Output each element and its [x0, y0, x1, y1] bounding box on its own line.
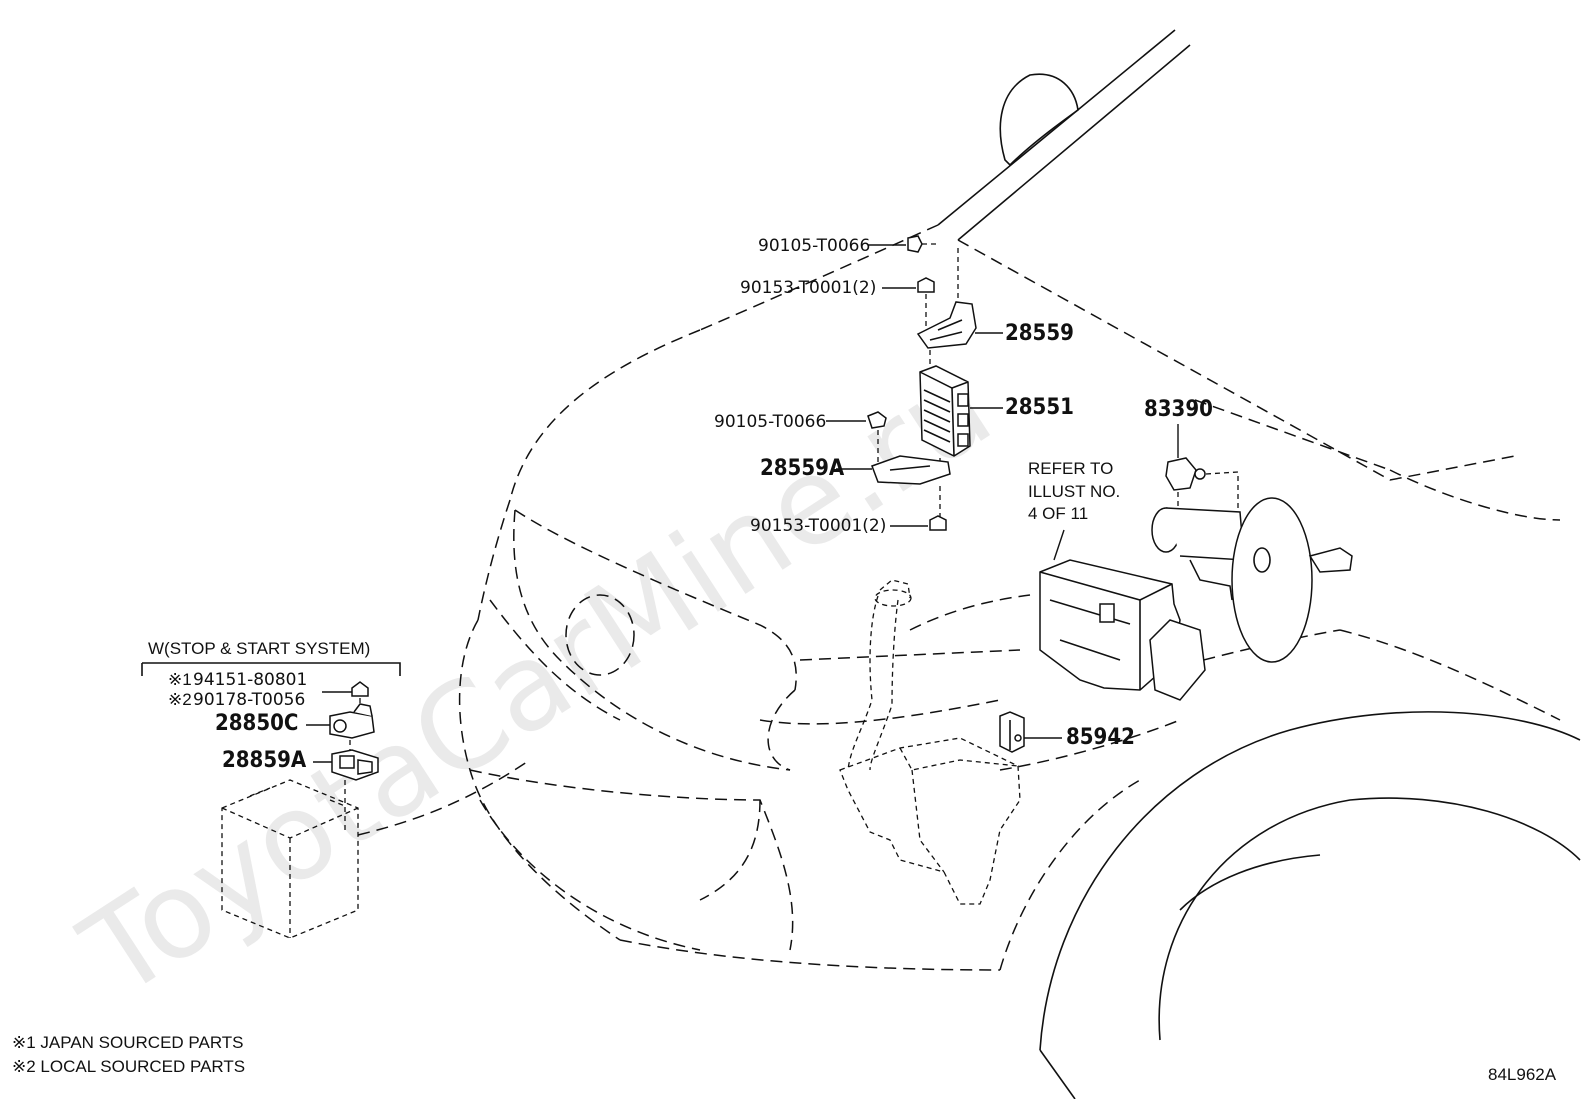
washer-tank — [839, 579, 1021, 905]
nut-part — [351, 681, 369, 697]
bolt-mid-part — [867, 411, 887, 464]
relay-85942-group: 85942 — [999, 711, 1135, 753]
nut-top-part — [917, 277, 935, 293]
refer-line-3: 4 OF 11 — [1028, 504, 1088, 523]
bolt-top-part — [907, 235, 940, 253]
label-94151-80801: 94151-80801 — [193, 670, 307, 690]
label-90105-T0066-top: 90105-T0066 — [758, 236, 870, 256]
label-85942: 85942 — [1066, 725, 1135, 750]
label-28559: 28559 — [1005, 321, 1074, 346]
upper-bracket-part — [916, 301, 977, 349]
refer-line-1: REFER TO — [1028, 459, 1113, 478]
footnote-japan: ※1 JAPAN SOURCED PARTS — [12, 1033, 244, 1052]
label-28859A: 28859A — [222, 748, 307, 773]
mark-local: ※2 — [168, 690, 192, 709]
vehicle-outline — [458, 29, 1581, 1099]
label-90178-T0056: 90178-T0056 — [193, 690, 305, 710]
relay-stack: 90105-T0066 90153-T0001(2) 28559 28551 — [714, 235, 1074, 536]
label-90105-T0066-mid: 90105-T0066 — [714, 412, 826, 432]
fuse-box-part — [1039, 559, 1206, 701]
stop-start-group: W(STOP & START SYSTEM) ※1 94151-80801 ※2… — [141, 639, 401, 830]
label-90153-T0001-bottom: 90153-T0001(2) — [750, 516, 886, 536]
sensor-83390-part — [1165, 457, 1206, 491]
battery-sensor-part — [329, 703, 375, 739]
label-28551: 28551 — [1005, 395, 1074, 420]
diagram-id: 84L962A — [1488, 1065, 1557, 1084]
label-90153-T0001-top: 90153-T0001(2) — [740, 278, 876, 298]
refer-line-2: ILLUST NO. — [1028, 482, 1120, 501]
label-83390: 83390 — [1144, 397, 1213, 422]
relay-block-part — [919, 365, 971, 457]
mark-jp: ※1 — [168, 670, 192, 689]
battery-bracket-part — [331, 749, 379, 781]
lower-bracket-part — [871, 455, 951, 485]
label-28850C: 28850C — [215, 711, 298, 736]
stop-start-title: W(STOP & START SYSTEM) — [148, 639, 370, 658]
fuse-box-group: REFER TO ILLUST NO. 4 OF 11 — [1028, 459, 1206, 701]
brake-booster-group: 83390 — [1144, 397, 1353, 663]
nut-bottom-part — [929, 515, 947, 531]
relay-85942-part — [999, 711, 1025, 753]
footnote-local: ※2 LOCAL SOURCED PARTS — [12, 1057, 245, 1076]
label-28559A: 28559A — [760, 456, 845, 481]
master-cylinder-part — [1151, 497, 1353, 663]
battery — [221, 759, 531, 939]
